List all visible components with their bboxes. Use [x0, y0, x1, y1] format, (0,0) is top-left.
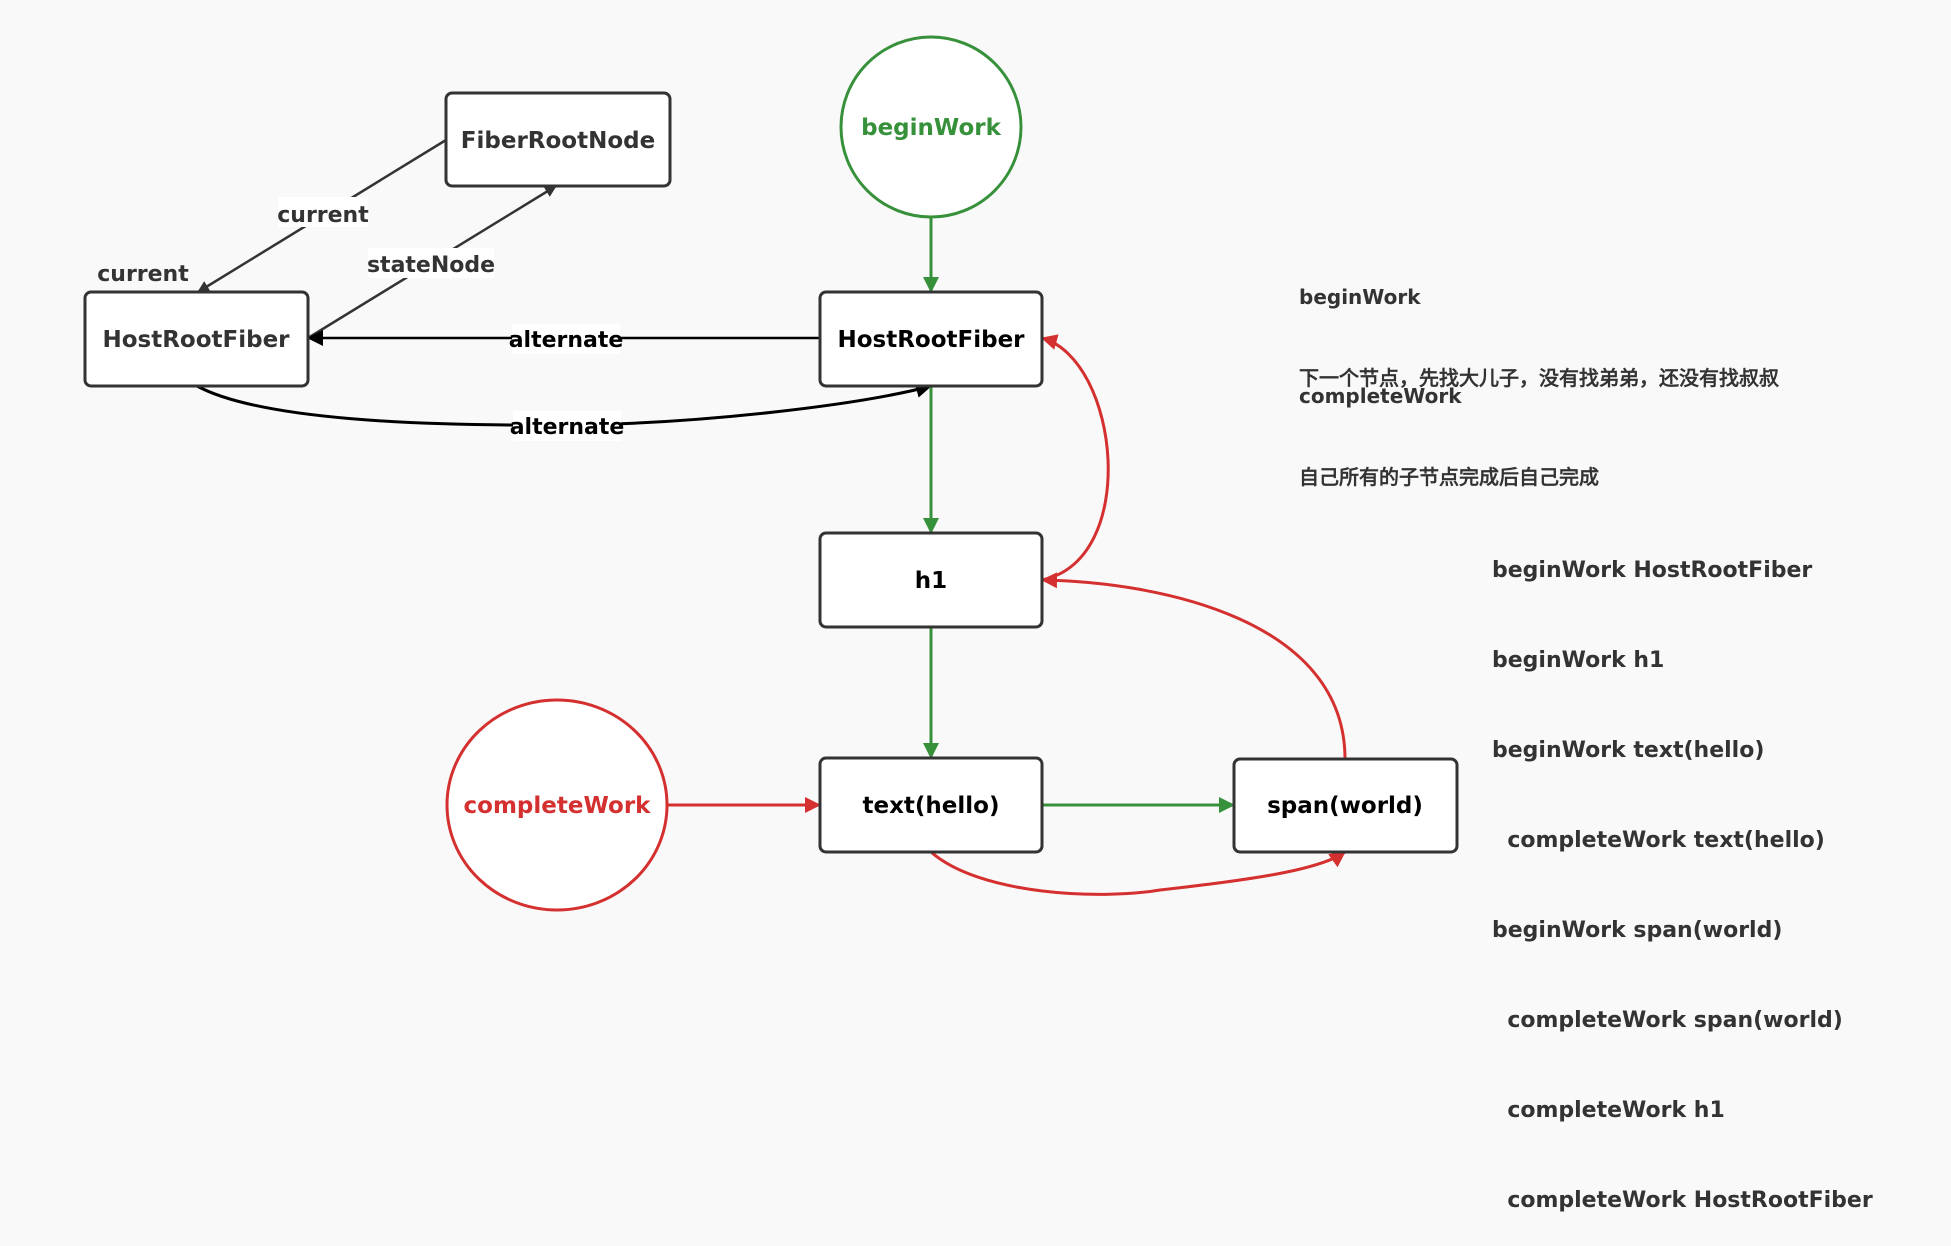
node-span-world[interactable]: span(world) [1232, 757, 1459, 854]
edge-label-alternate: alternate [509, 328, 624, 353]
node-label: beginWork [861, 115, 1001, 141]
node-label: text(hello) [863, 793, 1000, 819]
edge-label-current: current [277, 203, 369, 228]
edge-label-statenode: stateNode [367, 253, 495, 278]
trace-line: completeWork h1 [1492, 1098, 1725, 1123]
complete-work-note-desc: 自己所有的子节点完成后自己完成 [1299, 465, 1599, 489]
trace-line: beginWork HostRootFiber [1492, 558, 1813, 583]
node-label: HostRootFiber [102, 327, 290, 353]
node-fiber-root-node[interactable]: FiberRootNode [444, 91, 672, 188]
trace-line: completeWork text(hello) [1492, 828, 1825, 853]
trace-line: beginWork span(world) [1492, 918, 1783, 943]
complete-work-note: completeWork 自己所有的子节点完成后自己完成 [1299, 329, 1599, 518]
fiber-diagram: FiberRootNode HostRootFiber HostRootFibe… [83, 35, 1459, 912]
edge-text-to-span-curve [930, 850, 1346, 896]
node-label: FiberRootNode [461, 128, 655, 154]
node-label: HostRootFiber [837, 327, 1025, 353]
trace-line: completeWork span(world) [1492, 1008, 1843, 1033]
trace-line: completeWork HostRootFiber [1492, 1188, 1873, 1213]
edge-span-to-h1 [1041, 572, 1347, 760]
trace-line: beginWork text(hello) [1492, 738, 1765, 763]
trace-line: beginWork h1 [1492, 648, 1665, 673]
node-label: h1 [915, 568, 947, 594]
begin-work-note-title: beginWork [1299, 285, 1421, 309]
complete-work-circle[interactable]: completeWork [445, 698, 669, 912]
node-label: span(world) [1267, 793, 1423, 819]
edge-label-alternate-curve: alternate [510, 415, 625, 440]
begin-work-note: beginWork 下一个节点，先找大儿子，没有找弟弟，还没有找叔叔 [1299, 230, 1779, 419]
execution-trace: beginWork HostRootFiber beginWork h1 beg… [1492, 496, 1873, 1246]
node-host-root-fiber-wip[interactable]: HostRootFiber [818, 290, 1044, 388]
begin-work-circle[interactable]: beginWork [839, 35, 1023, 219]
node-label: completeWork [464, 793, 652, 819]
edge-h1-to-hostrootfiber [1041, 334, 1110, 582]
edge-label-current-tag: current [97, 262, 189, 287]
complete-work-note-title: completeWork [1299, 384, 1462, 408]
node-h1[interactable]: h1 [818, 531, 1044, 629]
node-host-root-fiber-current[interactable]: HostRootFiber [83, 290, 310, 388]
begin-work-note-desc: 下一个节点，先找大儿子，没有找弟弟，还没有找叔叔 [1299, 366, 1779, 390]
node-text-hello[interactable]: text(hello) [818, 756, 1044, 854]
